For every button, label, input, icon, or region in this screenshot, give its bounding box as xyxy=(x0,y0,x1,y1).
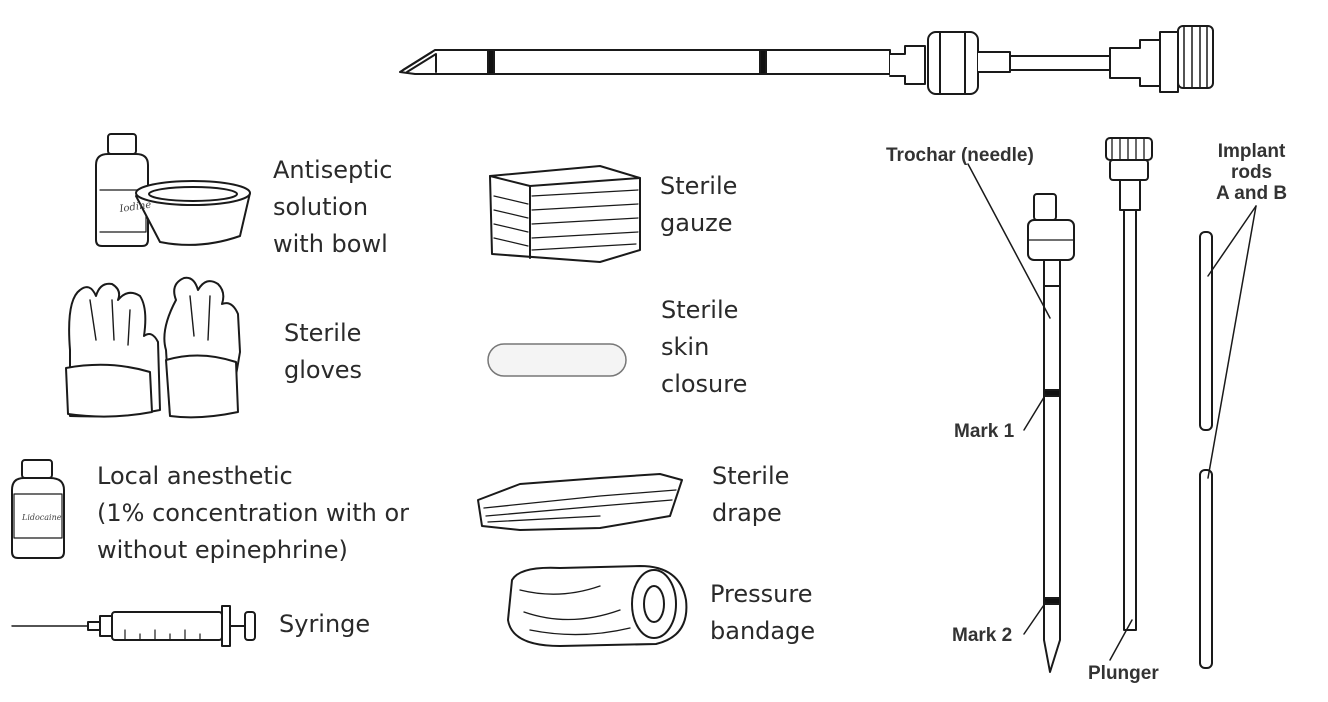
mark2-label: Mark 2 xyxy=(952,625,1013,646)
antiseptic-bottle-and-bowl-illustration xyxy=(95,133,251,247)
gauze-label: Sterile gauze xyxy=(660,172,738,237)
sterile-gauze-illustration xyxy=(489,165,641,263)
anesthetic-bottle-illustration xyxy=(11,459,65,559)
pressure-bandage-illustration xyxy=(507,565,688,647)
trochar-label: Trochar (needle) xyxy=(886,145,1034,166)
iodine-label: Iodine xyxy=(118,200,152,215)
bandage-label: Pressure bandage xyxy=(710,580,816,645)
drape-label: Sterile drape xyxy=(712,462,790,527)
trochar-illustration xyxy=(1027,193,1075,673)
implant-rods-label: Implant rods A and B xyxy=(1216,141,1288,204)
sterile-gloves-illustration xyxy=(65,276,241,419)
mark1-label: Mark 1 xyxy=(954,421,1015,442)
gloves-label: Sterile gloves xyxy=(284,319,363,384)
assembled-trochar-illustration xyxy=(399,25,1214,95)
antiseptic-label: Antiseptic solution with bowl xyxy=(273,156,393,258)
syringe-label: Syringe xyxy=(279,610,371,638)
lidocaine-label: Lidocaine xyxy=(21,513,62,522)
skin-closure-label: Sterile skin closure xyxy=(661,296,748,398)
syringe-illustration xyxy=(11,605,256,647)
plunger-label: Plunger xyxy=(1088,663,1159,684)
skin-closure-illustration xyxy=(487,343,627,377)
implant-rods-illustration xyxy=(1199,231,1213,669)
anesthetic-label: Local anesthetic (1% concentration with … xyxy=(97,462,410,564)
sterile-drape-illustration xyxy=(477,473,683,531)
plunger-illustration xyxy=(1105,137,1153,631)
